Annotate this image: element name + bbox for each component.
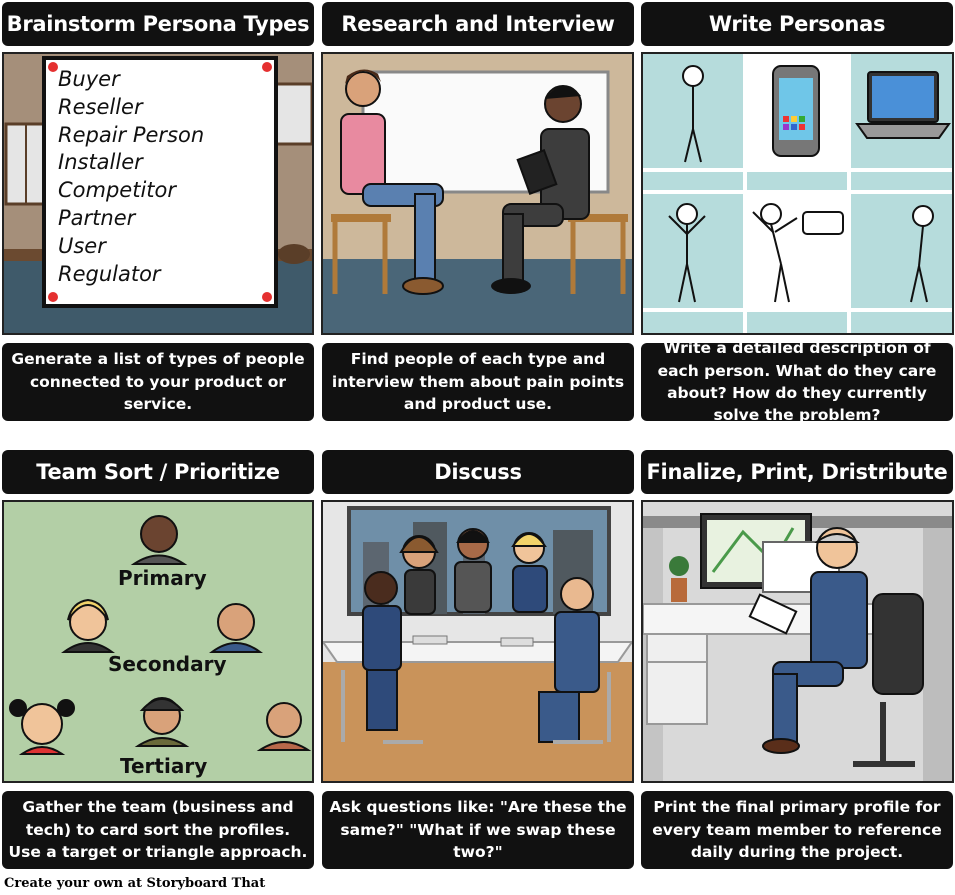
storyboard-footer[interactable]: Create your own at Storyboard That [4,876,266,891]
whiteboard: Buyer Reseller Repair Person Installer C… [42,56,278,308]
panel-5-caption: Ask questions like: "Are these the same?… [322,791,634,869]
persona-grid [643,54,952,333]
meeting-illustration [323,506,632,781]
panel-6-title: Finalize, Print, Dristribute [641,450,953,494]
panel-5-scene [321,500,634,783]
panel-4-scene: Primary Secondary Tertiary [2,500,314,783]
persona-type: Partner [58,205,136,230]
panel-3-caption: Write a detailed description of each per… [641,339,953,424]
pin-icon [48,62,58,72]
panel-1-title: Brainstorm Persona Types [2,2,314,46]
persona-type-list: Buyer Reseller Repair Person Installer C… [58,66,204,288]
persona-type: Repair Person [58,122,205,147]
pin-icon [262,292,272,302]
panel-3-scene [641,52,954,335]
panel-2-caption: Find people of each type and interview t… [322,343,634,421]
pin-icon [48,292,58,302]
tier-label-tertiary: Tertiary [120,754,208,778]
tier-label-primary: Primary [118,566,207,590]
panel-2-scene [321,52,634,335]
tier-label-secondary: Secondary [108,652,227,676]
persona-type: Regulator [58,261,161,286]
interview-illustration [323,69,632,333]
persona-type: Competitor [58,178,177,203]
persona-faces [9,515,312,755]
panel-5-title: Discuss [322,450,634,494]
panel-6-scene [641,500,954,783]
panel-6-caption: Print the final primary profile for ever… [641,791,953,869]
office-desk-illustration [643,513,952,781]
panel-4-title: Team Sort / Prioritize [2,450,314,494]
panel-1-caption: Generate a list of types of people conne… [2,343,314,421]
panel-3-title: Write Personas [641,2,953,46]
pin-icon [262,62,272,72]
panel-2-title: Research and Interview [322,2,634,46]
persona-type: Installer [58,150,143,175]
persona-type: Reseller [58,94,143,119]
persona-type: User [58,233,106,258]
panel-1-scene: Buyer Reseller Repair Person Installer C… [2,52,314,335]
panel-4-caption: Gather the team (business and tech) to c… [2,791,314,869]
persona-type: Buyer [58,67,120,91]
